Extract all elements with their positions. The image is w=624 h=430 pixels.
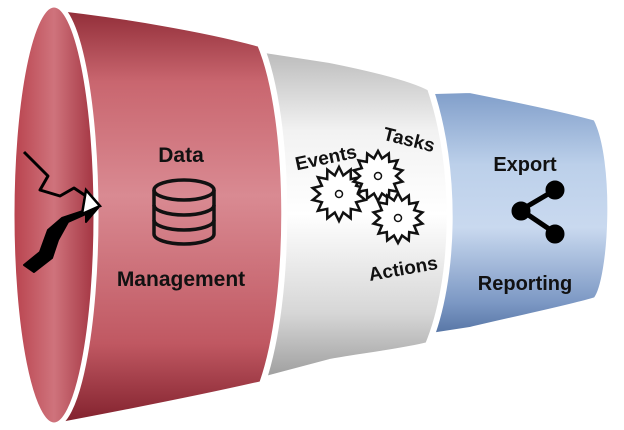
management-label: Management bbox=[117, 268, 245, 291]
share-icon bbox=[511, 180, 565, 244]
data-label: Data bbox=[158, 144, 204, 167]
reporting-label: Reporting bbox=[478, 273, 572, 295]
data-management-segment bbox=[37, 3, 288, 430]
export-label: Export bbox=[493, 154, 557, 176]
funnel-mouth bbox=[9, 2, 99, 428]
database-icon bbox=[152, 178, 216, 246]
gears-icon bbox=[309, 148, 425, 246]
output-segment bbox=[397, 87, 614, 343]
gear-icon bbox=[351, 148, 405, 204]
merge-arrows-icon bbox=[22, 150, 103, 273]
gear-icon bbox=[371, 190, 425, 246]
